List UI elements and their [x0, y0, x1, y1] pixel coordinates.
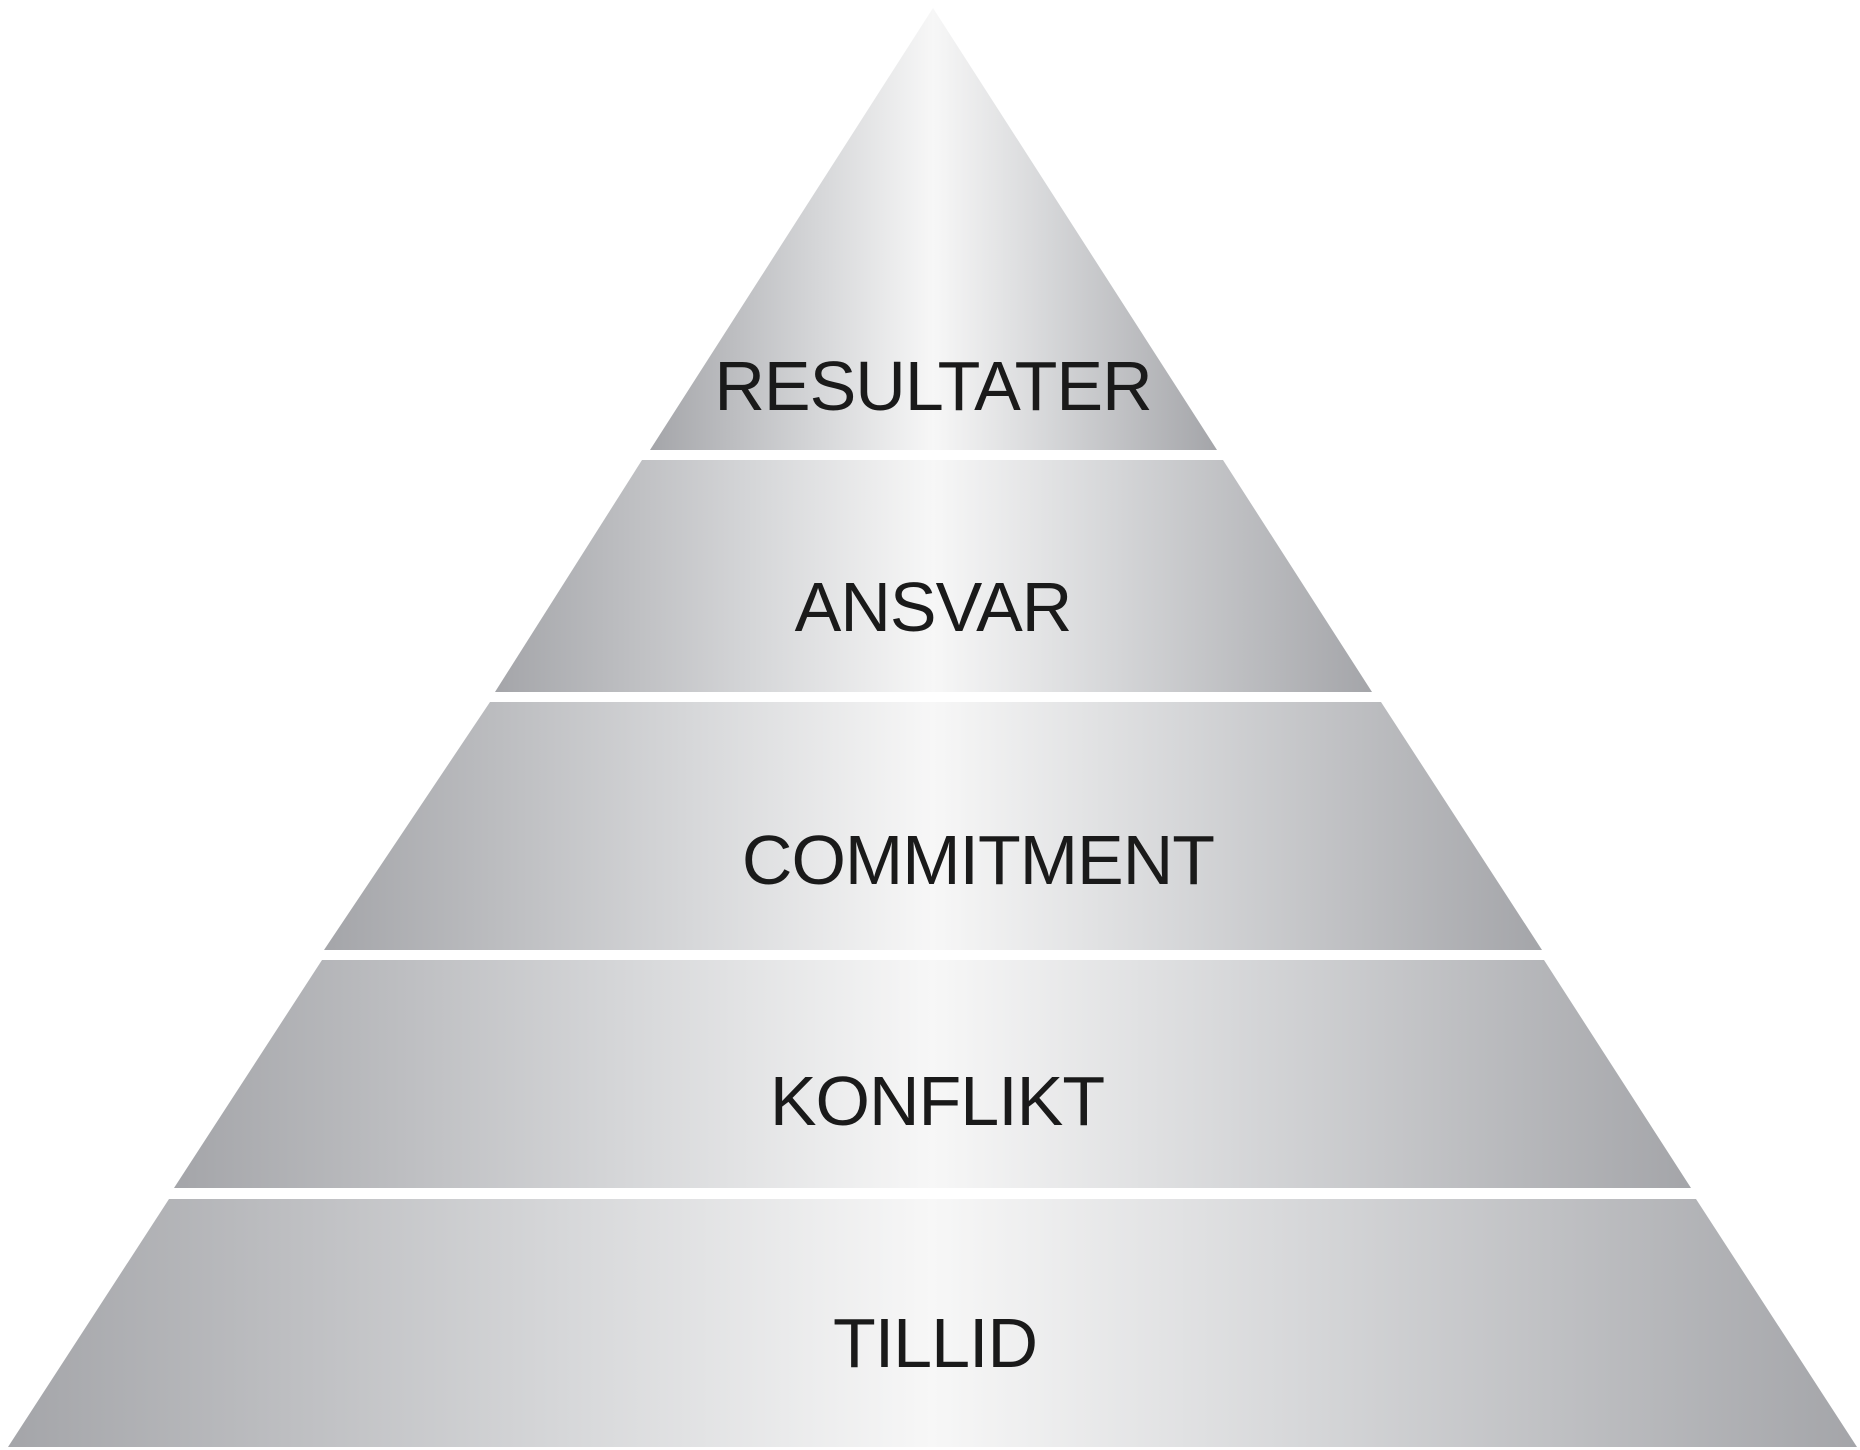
tier-resultater-label: RESULTATER	[714, 347, 1151, 425]
tier-ansvar-shape	[495, 460, 1372, 692]
tier-resultater: RESULTATER	[650, 8, 1217, 450]
tier-tillid-label: TILLID	[833, 1304, 1037, 1382]
tier-konflikt-label: KONFLIKT	[770, 1062, 1105, 1140]
tier-tillid: TILLID	[8, 1199, 1857, 1447]
tier-commitment-label: COMMITMENT	[742, 821, 1214, 899]
tier-commitment-shape	[324, 702, 1542, 950]
tier-commitment: COMMITMENT	[324, 702, 1542, 950]
tier-ansvar: ANSVAR	[495, 460, 1372, 692]
tier-konflikt-shape	[174, 960, 1691, 1188]
tier-konflikt: KONFLIKT	[174, 960, 1691, 1188]
tier-ansvar-label: ANSVAR	[795, 568, 1072, 646]
tier-tillid-shape	[8, 1199, 1857, 1447]
tier-resultater-shape	[650, 8, 1217, 450]
